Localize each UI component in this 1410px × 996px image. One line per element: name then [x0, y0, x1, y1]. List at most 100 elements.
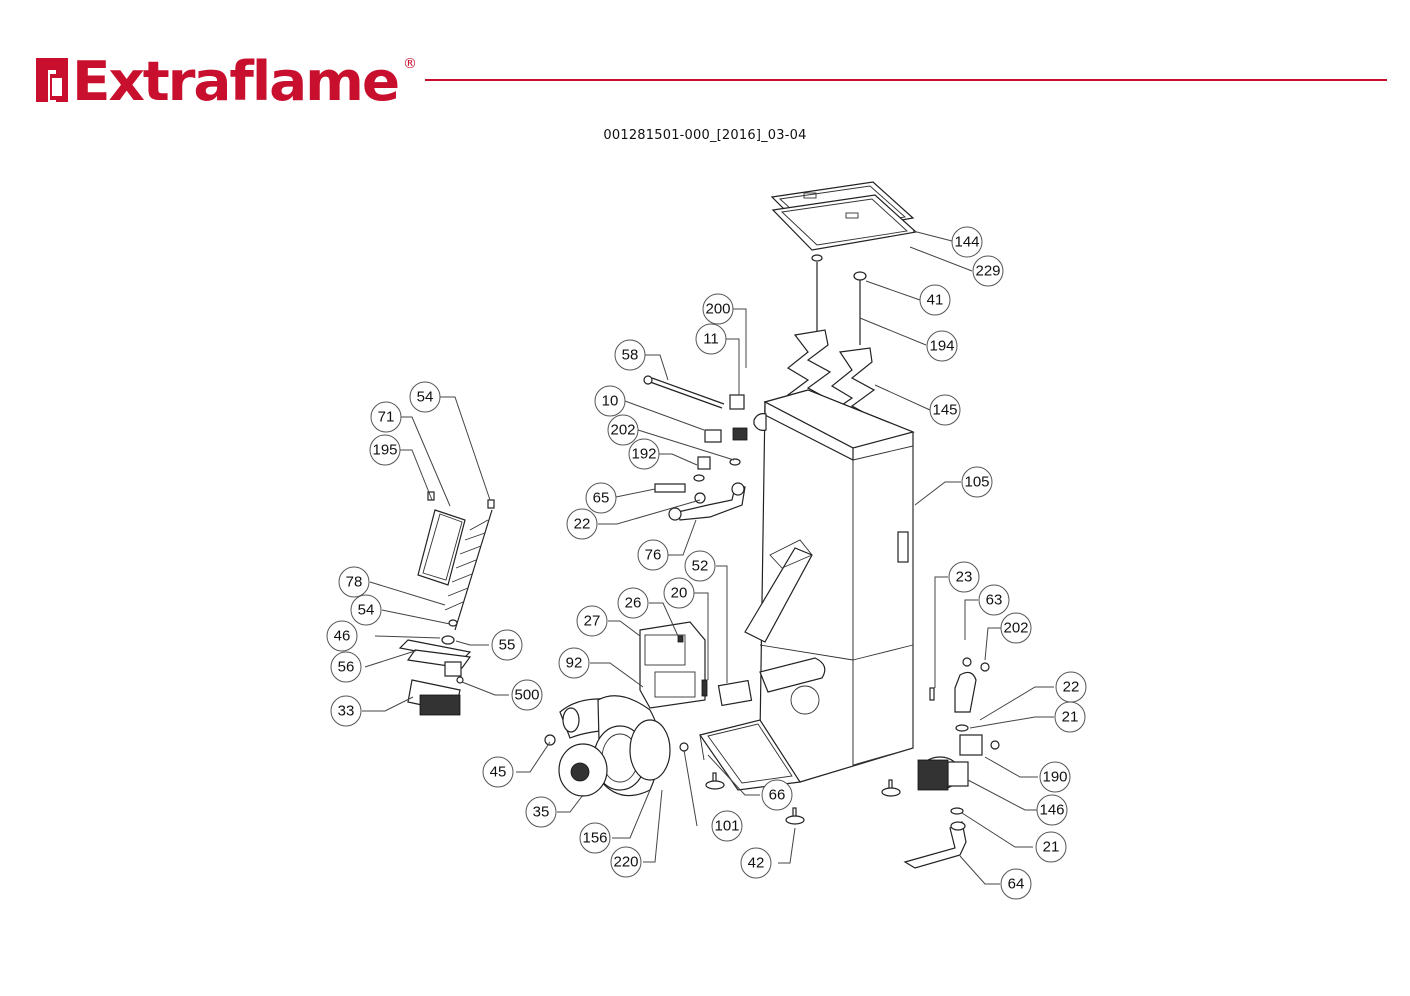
hose-52	[717, 657, 826, 707]
callout-35: 35	[525, 796, 557, 828]
callout-202: 202	[607, 414, 639, 446]
callout-33: 33	[330, 695, 362, 727]
callout-label: 56	[338, 659, 355, 676]
callout-label: 190	[1042, 769, 1067, 786]
callout-195: 195	[369, 434, 401, 466]
callout-71: 71	[370, 401, 402, 433]
callout-label: 220	[613, 854, 638, 871]
brand-name: Extraflame	[72, 52, 398, 108]
callout-145: 145	[929, 394, 961, 426]
callout-label: 22	[1063, 679, 1080, 696]
callout-label: 42	[748, 855, 765, 872]
callout-92: 92	[558, 647, 590, 679]
callout-label: 64	[1008, 876, 1025, 893]
callout-41: 41	[919, 284, 951, 316]
callout-label: 195	[372, 442, 397, 459]
auger-assembly	[398, 491, 495, 684]
callout-label: 144	[954, 234, 979, 251]
callout-78: 78	[338, 566, 370, 598]
electronic-board	[639, 621, 708, 709]
callout-label: 194	[929, 338, 954, 355]
callout-label: 101	[714, 818, 739, 835]
callout-54: 54	[409, 381, 441, 413]
leader-lines	[362, 230, 1054, 885]
callout-label: 22	[574, 516, 591, 533]
feet	[705, 772, 901, 825]
callout-202: 202	[1000, 612, 1032, 644]
callout-22: 22	[566, 508, 598, 540]
callout-label: 35	[533, 804, 550, 821]
callout-66: 66	[761, 779, 793, 811]
callout-105: 105	[961, 466, 993, 498]
callout-label: 21	[1043, 839, 1060, 856]
callout-156: 156	[579, 822, 611, 854]
callout-label: 27	[584, 613, 601, 630]
callout-26: 26	[617, 587, 649, 619]
callout-11: 11	[695, 323, 727, 355]
callout-20: 20	[663, 577, 695, 609]
callout-label: 58	[622, 347, 639, 364]
callout-label: 26	[625, 595, 642, 612]
callout-22: 22	[1055, 671, 1087, 703]
turbulator-rods	[811, 254, 867, 345]
callout-194: 194	[926, 330, 958, 362]
callout-54: 54	[350, 594, 382, 626]
callout-192: 192	[628, 438, 660, 470]
callout-label: 92	[566, 655, 583, 672]
gear-motor-33	[407, 679, 461, 716]
callout-label: 54	[358, 602, 375, 619]
callout-label: 65	[593, 490, 610, 507]
flame-mark-icon	[36, 58, 68, 102]
callout-190: 190	[1039, 761, 1071, 793]
callout-label: 105	[964, 474, 989, 491]
callout-label: 63	[986, 592, 1003, 609]
extraflame-logo: Extraflame ®	[36, 52, 417, 108]
callout-label: 23	[956, 569, 973, 586]
callout-label: 500	[514, 687, 539, 704]
callout-label: 45	[490, 764, 507, 781]
valve-assembly	[643, 375, 748, 521]
callout-42: 42	[740, 847, 772, 879]
callout-label: 229	[975, 263, 1000, 280]
callout-label: 10	[602, 393, 619, 410]
callout-label: 54	[417, 389, 434, 406]
callout-label: 11	[703, 331, 719, 348]
callout-label: 71	[378, 409, 395, 426]
callout-76: 76	[637, 539, 669, 571]
callout-229: 229	[972, 255, 1004, 287]
callout-label: 55	[499, 637, 516, 654]
callout-label: 202	[610, 422, 635, 439]
callout-label: 33	[338, 703, 355, 720]
callout-label: 145	[932, 402, 957, 419]
callout-23: 23	[948, 561, 980, 593]
callout-65: 65	[585, 482, 617, 514]
callout-56: 56	[330, 651, 362, 683]
callout-55: 55	[491, 629, 523, 661]
callout-63: 63	[978, 584, 1010, 616]
registered-mark: ®	[403, 56, 417, 72]
callout-27: 27	[576, 605, 608, 637]
callout-500: 500	[511, 679, 543, 711]
callout-label: 76	[645, 547, 662, 564]
callout-label: 202	[1003, 620, 1028, 637]
callout-101: 101	[711, 810, 743, 842]
boiler-body	[699, 389, 915, 791]
callout-144: 144	[951, 226, 983, 258]
callout-200: 200	[702, 293, 734, 325]
callout-45: 45	[482, 756, 514, 788]
callout-220: 220	[610, 846, 642, 878]
callout-label: 78	[346, 574, 363, 591]
callout-label: 200	[705, 301, 730, 318]
callout-label: 146	[1039, 802, 1064, 819]
callout-label: 21	[1062, 709, 1079, 726]
lid-panels	[770, 181, 918, 251]
callout-label: 46	[334, 628, 351, 645]
callout-52: 52	[684, 550, 716, 582]
header-rule	[425, 79, 1387, 81]
callout-10: 10	[594, 385, 626, 417]
callout-label: 66	[769, 787, 786, 804]
document-code: 001281501-000_[2016]_03-04	[603, 128, 807, 143]
callout-21: 21	[1054, 701, 1086, 733]
pump-group	[903, 657, 1000, 869]
